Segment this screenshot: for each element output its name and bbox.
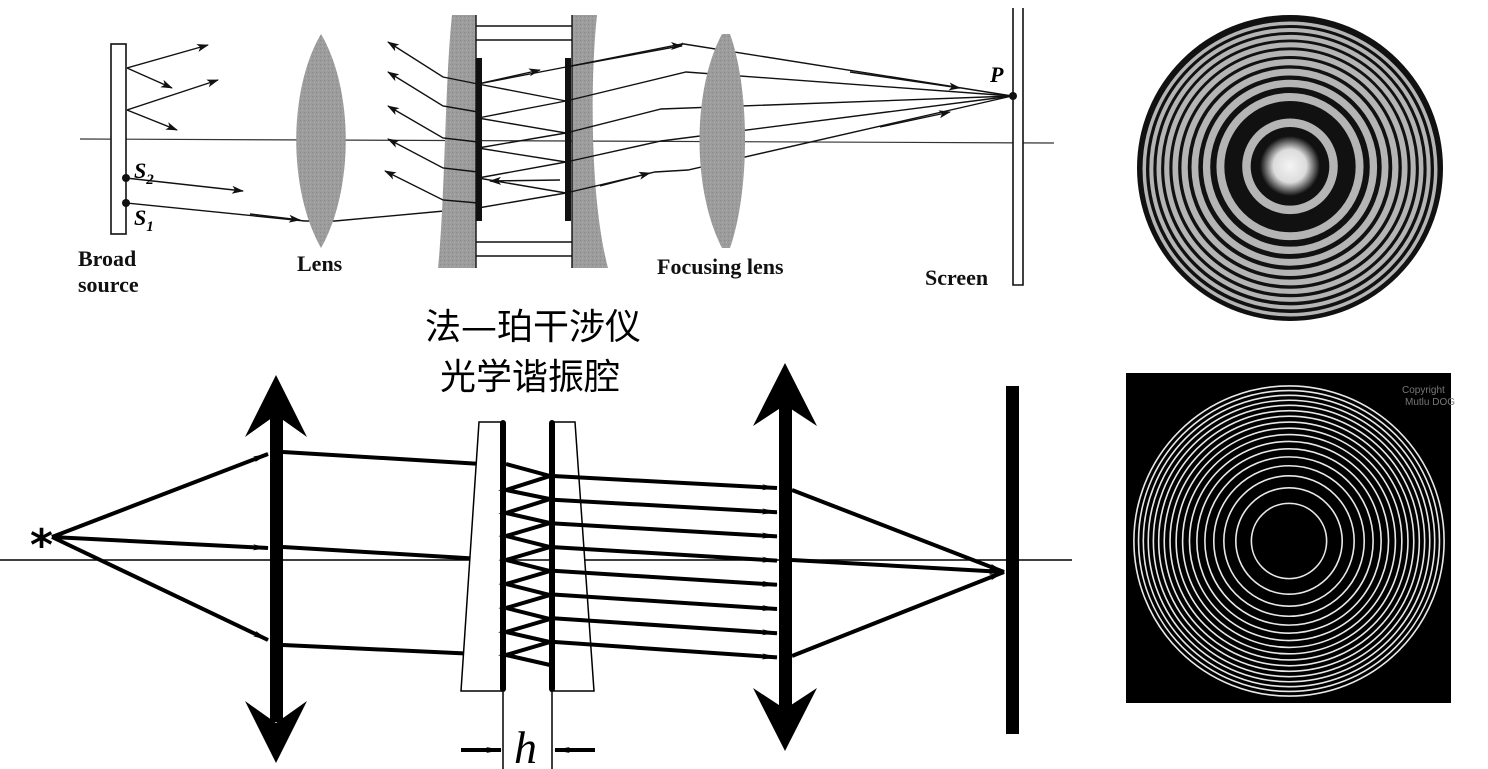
focusing-lens-back — [703, 0, 740, 34]
point-source-star: * — [30, 520, 53, 571]
screen-bottom — [1006, 386, 1019, 734]
transmitted-beam — [552, 639, 778, 660]
fringe-ring — [1164, 42, 1416, 294]
transmitted-beam — [552, 521, 778, 539]
collimating-lens — [245, 375, 307, 763]
label-s1: S1 — [134, 205, 154, 235]
sharp-ring — [1181, 433, 1397, 649]
fringe-ring — [1156, 34, 1424, 302]
broad-source — [110, 43, 127, 235]
reflected-rays-back — [384, 41, 479, 204]
fringe-ring — [1181, 58, 1399, 277]
fringe-ring — [1242, 118, 1338, 215]
fringe-ring — [1202, 79, 1378, 255]
simulated-ring-pattern: Copyright Mutlu DOG — [1126, 373, 1455, 703]
transmitted-beam — [552, 568, 778, 587]
label-focusing-lens: Focusing lens — [657, 254, 784, 279]
gap-dimension — [461, 692, 595, 769]
mirror-coating-left — [476, 58, 482, 221]
copyright-line2: Mutlu DOG — [1405, 397, 1455, 408]
transmitted-beam — [552, 497, 778, 515]
sharp-ring — [1163, 415, 1415, 667]
sharp-ring — [1169, 421, 1409, 661]
photo-ring-pattern — [1137, 15, 1443, 321]
fringe-ring — [1191, 68, 1389, 266]
focusing-lens — [699, 34, 745, 248]
fringe-ring — [1149, 28, 1431, 310]
transmitted-beam — [552, 616, 778, 636]
label-screen: Screen — [925, 265, 988, 290]
transmitted-beam — [552, 592, 778, 612]
title-line1: 法—珀干涉仪 — [425, 307, 641, 348]
label-lens: Lens — [297, 251, 343, 276]
sharp-ring — [1137, 389, 1441, 693]
lens-top — [296, 34, 346, 248]
gap-label-h: h — [514, 722, 537, 769]
fp-plate-right — [550, 421, 595, 692]
label-source: source — [78, 272, 139, 297]
title-line2: 光学谐振腔 — [440, 357, 620, 398]
sharp-ring — [1196, 448, 1382, 634]
bottom-diagram: * — [0, 363, 1072, 769]
label-s2: S2 — [134, 158, 154, 188]
fringe-ring — [1172, 50, 1408, 286]
mirror-coating-right — [565, 58, 571, 221]
sharp-ring — [1147, 399, 1431, 683]
fp-mirror-left — [500, 420, 506, 692]
focusing-lens-bottom — [753, 363, 817, 751]
fp-mirror-right — [549, 420, 555, 692]
top-diagram: S2 S1 Broad source Lens — [78, 0, 1055, 297]
copyright-line1: Copyright — [1402, 385, 1445, 396]
sharp-ring — [1188, 440, 1390, 642]
sharp-ring — [1157, 409, 1421, 673]
multiple-reflections — [498, 462, 558, 667]
sharp-ring — [1212, 464, 1366, 618]
sharp-ring — [1223, 475, 1355, 607]
sharp-ring — [1152, 404, 1426, 678]
sharp-ring — [1250, 502, 1328, 580]
cavity-rays — [477, 66, 567, 209]
screen-top — [1012, 8, 1024, 286]
sharp-ring — [1133, 385, 1445, 697]
etalon-plate-left — [438, 15, 476, 268]
transmitted-beam — [552, 474, 778, 491]
transmitted-beam — [552, 545, 778, 563]
sharp-ring — [1175, 427, 1403, 655]
label-broad: Broad — [78, 246, 136, 271]
transmitted-beams — [552, 474, 778, 660]
point-p — [1009, 92, 1017, 100]
etalon-plate-right — [572, 15, 608, 268]
sharp-ring — [1142, 394, 1436, 688]
source-rays-bottom — [51, 450, 499, 658]
sharp-ring — [1204, 456, 1374, 626]
fringe-ring — [1216, 93, 1364, 241]
sharp-ring — [1234, 486, 1344, 596]
point-s1 — [122, 199, 130, 207]
label-p: P — [989, 62, 1004, 87]
transmitted-rays — [565, 42, 1013, 194]
converging-rays — [791, 488, 1005, 658]
fringe-ring — [1142, 21, 1438, 317]
point-s2 — [122, 174, 130, 182]
